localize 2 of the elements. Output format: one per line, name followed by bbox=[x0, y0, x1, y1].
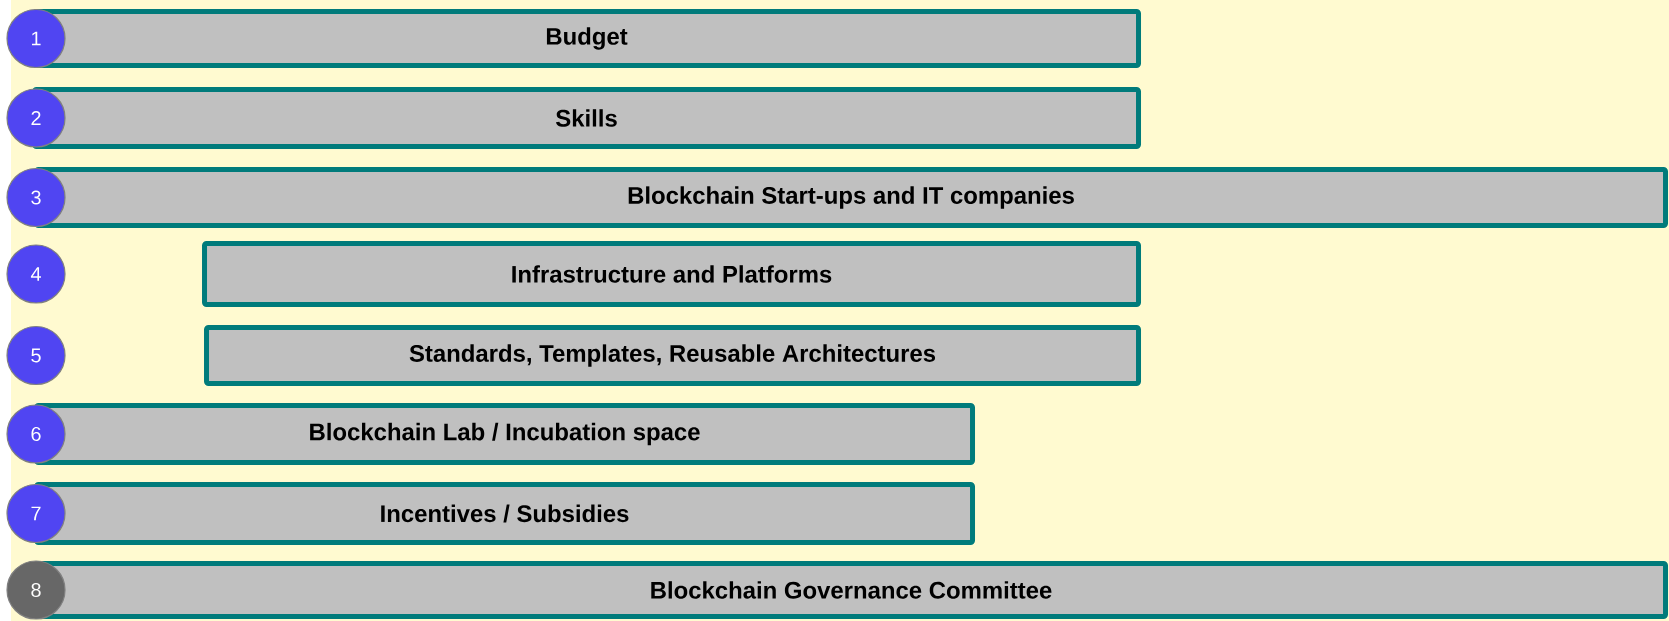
label-bar: Standards, Templates, Reusable Architectures bbox=[204, 325, 1141, 386]
label-bar: Infrastructure and Platforms bbox=[202, 241, 1141, 307]
